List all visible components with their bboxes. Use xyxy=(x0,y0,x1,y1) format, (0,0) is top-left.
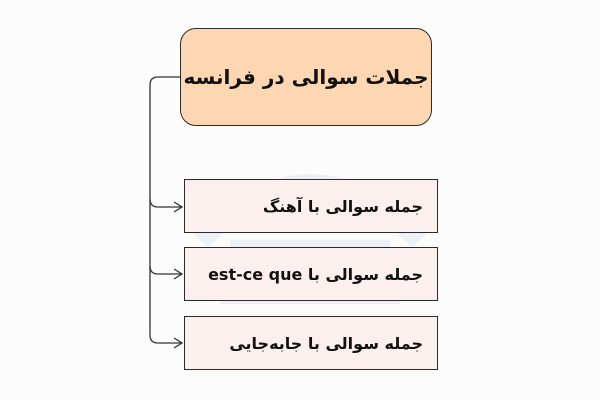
arrow-head-3 xyxy=(173,337,184,349)
child-node-label: جمله سوالی با est-ce que xyxy=(208,264,423,284)
child-node-label: جمله سوالی با جابه‌جایی xyxy=(229,333,423,353)
root-node-label: جملات سوالی در فرانسه xyxy=(183,65,429,89)
arrow-head-2 xyxy=(173,268,184,280)
connector-branch-2 xyxy=(149,265,182,275)
arrow-head-1 xyxy=(173,201,184,213)
root-node: جملات سوالی در فرانسه xyxy=(180,28,432,126)
child-node-intonation: جمله سوالی با آهنگ xyxy=(184,179,438,233)
connector-branch-1 xyxy=(149,198,182,208)
child-node-label: جمله سوالی با آهنگ xyxy=(262,196,423,216)
child-node-inversion: جمله سوالی با جابه‌جایی xyxy=(184,316,438,370)
child-node-est-ce-que: جمله سوالی با est-ce que xyxy=(184,247,438,301)
connector-trunk xyxy=(149,76,182,344)
